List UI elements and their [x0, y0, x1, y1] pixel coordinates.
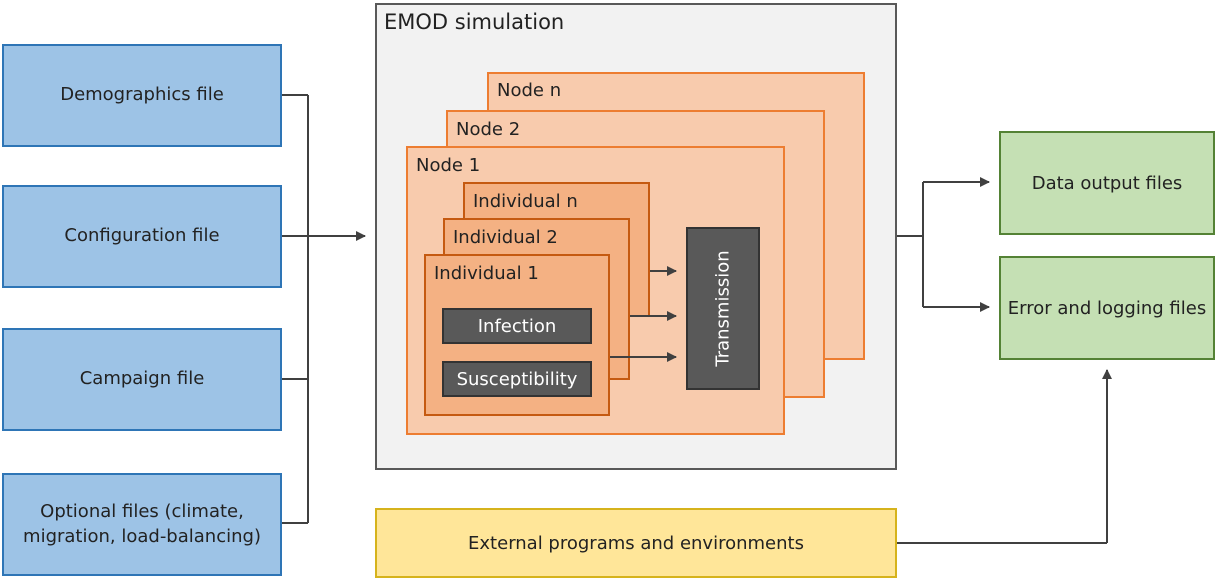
campaign-file-box: Campaign file [2, 328, 282, 431]
data-output-files-label: Data output files [1031, 172, 1183, 194]
optional-files-box: Optional files (climate, migration, load… [2, 473, 282, 576]
demographics-file-box: Demographics file [2, 44, 282, 147]
individual-1-label: Individual 1 [434, 263, 539, 284]
node-2-label: Node 2 [456, 119, 521, 140]
demographics-file-label: Demographics file [60, 84, 224, 106]
susceptibility-box: Susceptibility [442, 361, 592, 397]
infection-box: Infection [442, 308, 592, 344]
configuration-file-label: Configuration file [64, 225, 220, 247]
error-logging-files-label: Error and logging files [1007, 297, 1207, 319]
individual-n-label: Individual n [473, 191, 578, 212]
node-n-label: Node n [497, 80, 562, 101]
susceptibility-label: Susceptibility [456, 368, 578, 390]
node-1-label: Node 1 [416, 155, 481, 176]
optional-files-label: Optional files (climate, migration, load… [23, 501, 261, 547]
external-to-error-logging-connector [897, 369, 1112, 544]
transmission-label: Transmission [712, 250, 734, 367]
external-programs-label: External programs and environments [468, 532, 804, 554]
error-logging-files-box: Error and logging files [999, 256, 1215, 360]
inputs-bus-connector [282, 94, 366, 524]
emod-simulation-title: EMOD simulation [384, 10, 565, 34]
external-programs-box: External programs and environments [375, 508, 897, 578]
configuration-file-box: Configuration file [2, 185, 282, 288]
simulation-outputs-connector [897, 177, 990, 312]
transmission-box: Transmission [686, 227, 760, 390]
data-output-files-box: Data output files [999, 131, 1215, 235]
campaign-file-label: Campaign file [79, 368, 205, 390]
individual-2-label: Individual 2 [453, 227, 558, 248]
infection-label: Infection [477, 315, 557, 337]
